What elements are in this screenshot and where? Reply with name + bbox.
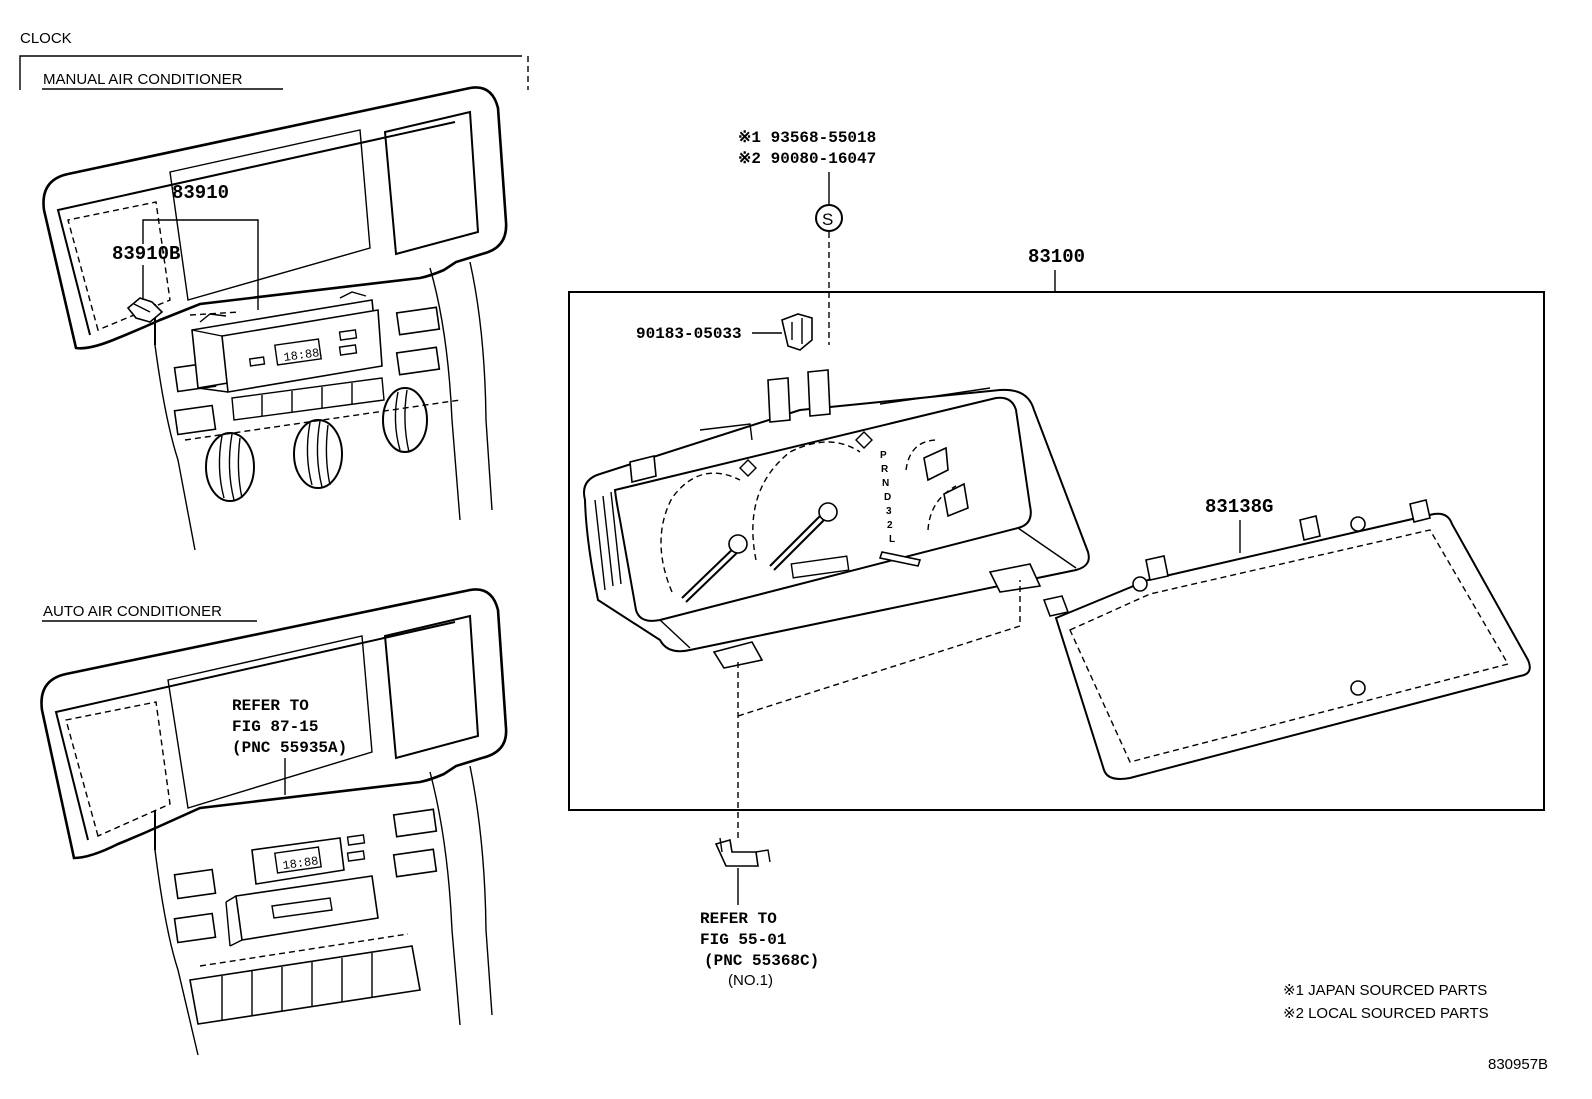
bracket-refer-note: REFER TO FIG 55-01 (PNC 55368C) (NO.1): [700, 910, 819, 989]
bracket-refer-line3: (PNC 55368C): [704, 952, 819, 970]
section-title: CLOCK: [20, 30, 72, 47]
auto-ac-refer-line1: REFER TO: [232, 697, 309, 715]
screw-symbol-circle: [815, 204, 843, 232]
manual-clock-display: 18:88: [283, 346, 321, 365]
part-83910b-label: 83910B: [112, 243, 180, 265]
manual-ac-heading: MANUAL AIR CONDITIONER: [43, 71, 243, 88]
gear-indicator: P R N D 3 2 L: [880, 450, 895, 545]
gear-letter-n: N: [882, 478, 889, 489]
mount-bracket: [714, 837, 771, 867]
gear-letter-d: D: [884, 492, 891, 503]
glass-83138g-label: 83138G: [1205, 496, 1273, 518]
auto-ac-refer-line2: FIG 87-15: [232, 718, 318, 736]
section-bracket-left: [19, 55, 522, 90]
bracket-refer-line1: REFER TO: [700, 910, 777, 928]
auto-ac-dashboard: 18:88: [40, 588, 508, 1056]
auto-ac-heading: AUTO AIR CONDITIONER: [43, 603, 222, 620]
part-83910-leader: [142, 219, 259, 310]
gear-letter-r: R: [881, 464, 889, 475]
screw-symbol: S: [822, 210, 833, 229]
auto-ac-refer-note: REFER TO FIG 87-15 (PNC 55935A): [232, 697, 347, 757]
meter-assembly-box: [568, 291, 1545, 811]
figure-id: 830957B: [1488, 1056, 1548, 1073]
manual-ac-dashboard: 18:88: [42, 86, 508, 551]
part-83910-label: 83910: [172, 182, 229, 204]
clip-90183-label: 90183-05033: [636, 325, 742, 343]
combination-meter: [583, 369, 1090, 669]
screw-part-line1: ※1 93568-55018: [738, 129, 876, 147]
bracket-refer-line2: FIG 55-01: [700, 931, 786, 949]
bracket-refer-line4: (NO.1): [728, 972, 773, 989]
screw-part-line2: ※2 90080-16047: [738, 150, 876, 168]
assembly-83100-label: 83100: [1028, 246, 1085, 268]
mount-dash-line: [737, 580, 1021, 717]
legend-note-2: ※2 LOCAL SOURCED PARTS: [1283, 1005, 1489, 1022]
legend-note-1: ※1 JAPAN SOURCED PARTS: [1283, 982, 1487, 999]
gear-letter-2: 2: [887, 520, 893, 531]
meter-glass: [1042, 499, 1531, 780]
gear-letter-3: 3: [886, 506, 892, 517]
gear-letter-p: P: [880, 450, 887, 461]
auto-clock-display: 18:88: [282, 854, 320, 873]
auto-ac-refer-line3: (PNC 55935A): [232, 739, 347, 757]
clip-90183: [781, 313, 813, 351]
gear-letter-l: L: [889, 534, 895, 545]
